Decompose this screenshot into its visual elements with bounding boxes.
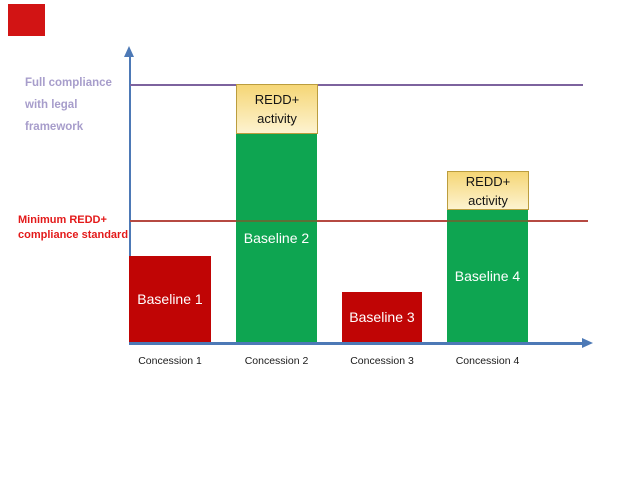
minimum-standard-label-line1: Minimum REDD+ xyxy=(18,214,107,226)
y-axis xyxy=(128,54,131,344)
y-axis-arrow-icon xyxy=(124,46,134,57)
bar-baseline-4: Baseline 4 xyxy=(447,210,528,342)
redd-activity-box-label: REDD+ xyxy=(465,173,511,189)
full-compliance-label: Full compliance with legal framework xyxy=(25,72,112,138)
line-over-bar-blend xyxy=(447,220,528,222)
full-compliance-line xyxy=(130,84,583,86)
bar-label: Baseline 1 xyxy=(137,291,203,307)
bar-baseline-3: Baseline 3 xyxy=(342,292,422,342)
redd-activity-box-label: REDD+ xyxy=(254,92,300,107)
minimum-standard-label-line2: compliance standard xyxy=(18,229,129,241)
redd-activity-box: REDD+ activity xyxy=(447,171,529,210)
redd-activity-box-label: activity xyxy=(468,192,508,208)
full-compliance-label-line3: framework xyxy=(25,121,84,133)
minimum-standard-line xyxy=(130,220,588,222)
redd-activity-box: REDD+ activity xyxy=(236,84,318,134)
category-label-1: Concession 1 xyxy=(138,355,202,367)
minimum-standard-label: Minimum REDD+ compliance standard xyxy=(18,213,128,243)
bar-label: Baseline 2 xyxy=(243,230,310,246)
full-compliance-label-line2: with legal xyxy=(25,99,78,111)
bar-label: Baseline 4 xyxy=(454,268,521,284)
full-compliance-label-line1: Full compliance xyxy=(25,77,112,89)
x-axis-arrow-icon xyxy=(582,337,593,348)
category-label-2: Concession 2 xyxy=(244,355,309,367)
bar-baseline-1: Baseline 1 xyxy=(129,256,211,342)
bar-label: Baseline 3 xyxy=(349,309,415,325)
x-axis xyxy=(129,342,583,345)
slide-accent-marker xyxy=(8,4,45,36)
bar-baseline-2: Baseline 2 xyxy=(236,134,317,342)
category-label-4: Concession 4 xyxy=(455,355,520,367)
redd-activity-box-label: activity xyxy=(257,111,297,126)
line-over-bar-blend xyxy=(236,220,317,222)
category-label-3: Concession 3 xyxy=(350,355,414,367)
